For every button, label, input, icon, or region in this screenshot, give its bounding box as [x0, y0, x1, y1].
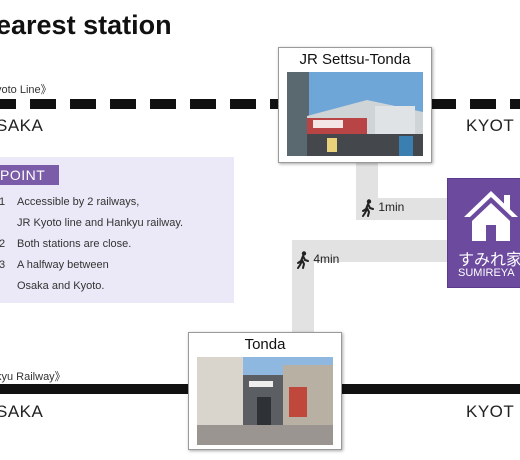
- jr-station-card: JR Settsu-Tonda: [278, 47, 432, 163]
- sumireya-destination: すみれ家 SUMIREYA: [447, 178, 520, 288]
- sumireya-name-jp: すみれ家: [458, 252, 520, 269]
- hankyu-station-name: Tonda: [244, 336, 286, 353]
- jr-walk-time: 1min: [361, 199, 404, 217]
- walking-person-icon: [362, 199, 374, 217]
- sumireya-name-en: SUMIREYA: [458, 267, 515, 279]
- point-heading: POINT: [0, 165, 60, 185]
- hankyu-station-photo: [197, 357, 333, 445]
- walk-path-hankyu-horizontal: [292, 240, 452, 262]
- jr-line-label: yoto Line》: [0, 84, 52, 96]
- jr-kyoto-line: [0, 99, 520, 109]
- point-item: Osaka and Kyoto.: [17, 280, 105, 292]
- jr-left-city: SAKA: [0, 116, 44, 135]
- hankyu-line-label: kyu Railway》: [0, 371, 66, 383]
- jr-station-name: JR Settsu-Tonda: [299, 51, 411, 68]
- walking-person-icon: [297, 251, 309, 269]
- hankyu-walk-time-label: 4min: [313, 252, 340, 267]
- hankyu-walk-time: 4min: [296, 251, 339, 269]
- hankyu-right-city: KYOT: [466, 402, 515, 421]
- house-icon: [464, 191, 518, 241]
- page-title: earest station: [0, 10, 172, 40]
- hankyu-station-card: Tonda: [188, 332, 342, 450]
- walk-path-hankyu-vertical: [292, 240, 314, 340]
- hankyu-left-city: SAKA: [0, 402, 44, 421]
- jr-right-city: KYOT: [466, 116, 515, 135]
- jr-walk-time-label: 1min: [378, 200, 405, 215]
- point-item: JR Kyoto line and Hankyu railway.: [17, 217, 184, 229]
- jr-station-photo: [287, 72, 423, 156]
- walk-path-jr-horizontal: [356, 198, 452, 220]
